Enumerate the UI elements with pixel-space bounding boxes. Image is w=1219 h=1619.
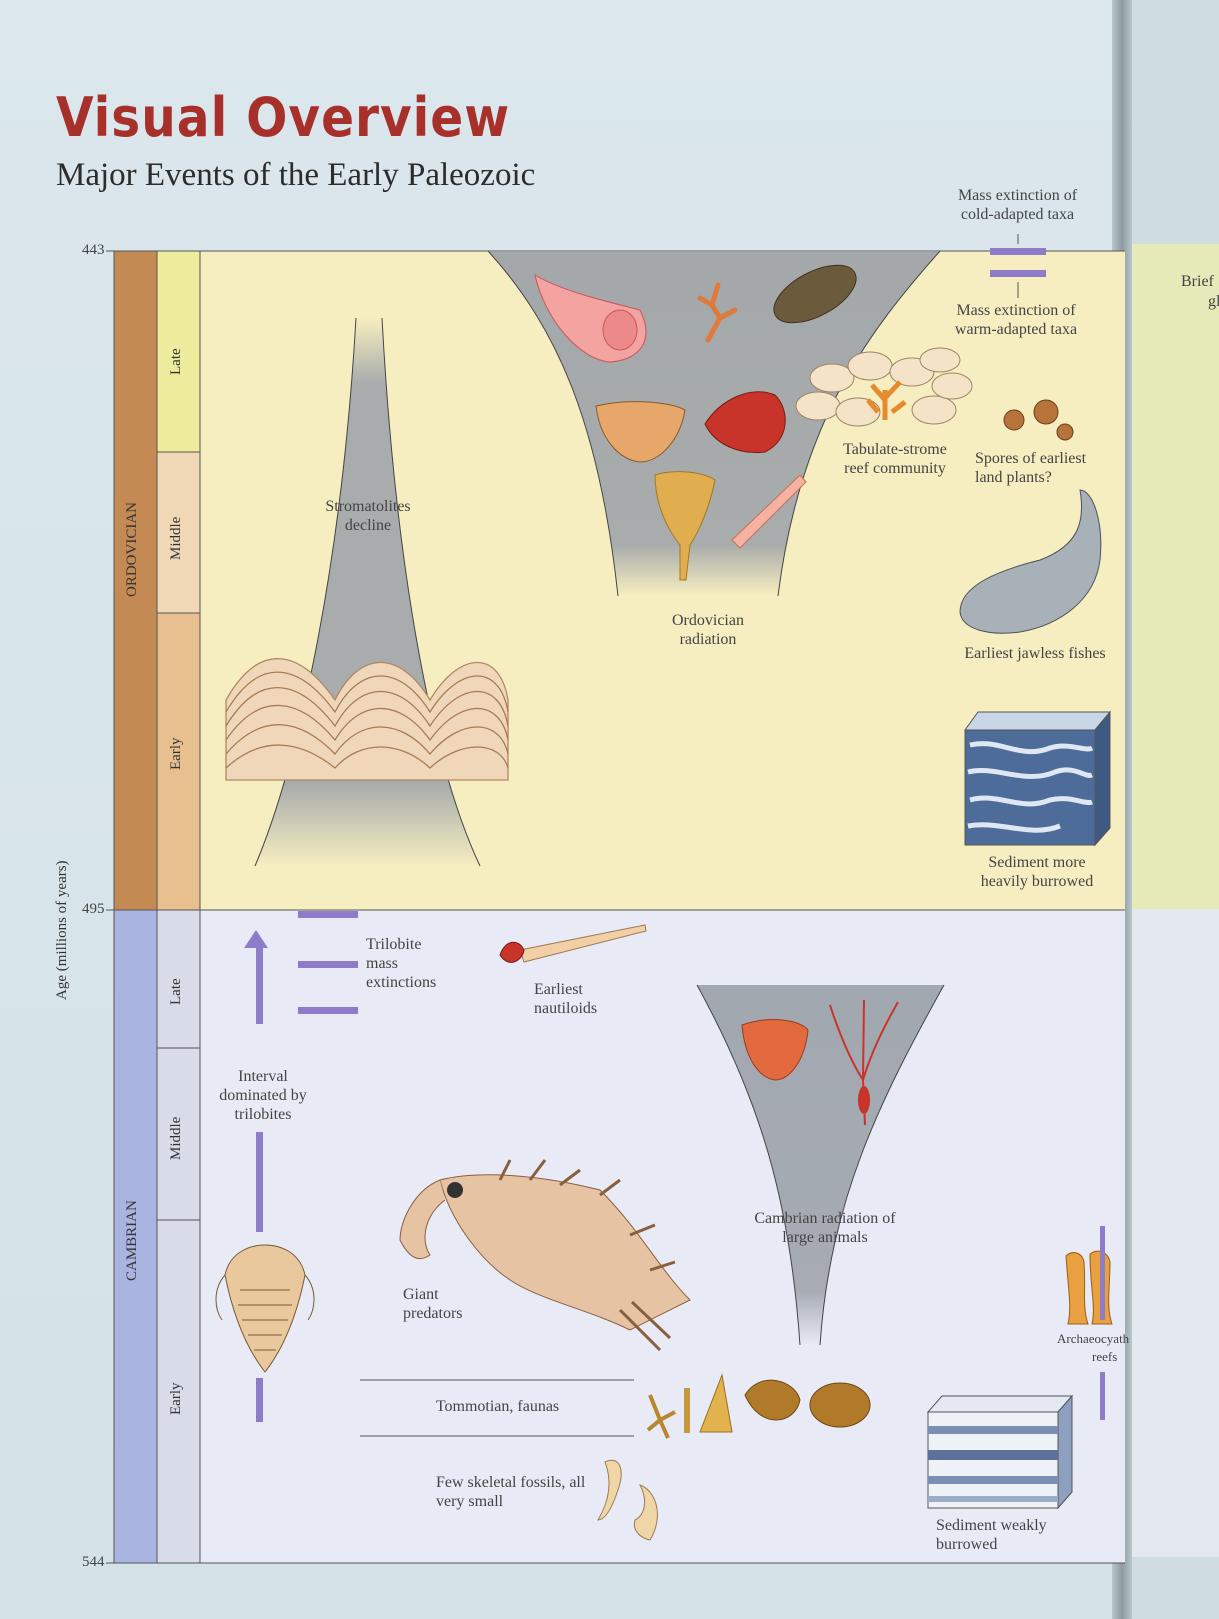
label-tabulate: Tabulate-strome reef community: [843, 441, 947, 477]
page-title: Visual Overview: [56, 86, 511, 149]
label-sediment-heavy: Sediment more heavily burrowed: [980, 854, 1094, 890]
page-subtitle: Major Events of the Early Paleozoic: [56, 157, 536, 193]
brachiopod-cambrian-icon: [741, 1019, 809, 1081]
right-label-brief: Brief: [1181, 273, 1214, 290]
epoch-cambrian-middle: [156, 1047, 201, 1221]
trilobite-interval-arrow: [244, 930, 268, 1422]
label-sediment-weak: Sediment weakly burrowed: [936, 1517, 1047, 1553]
burrowed-sediment-block-icon: [964, 710, 1112, 847]
trilobite-extinction-bar-2: [298, 961, 358, 968]
epoch-cambrian-late: [156, 909, 201, 1049]
axis-label: Age (millions of years): [54, 860, 70, 1000]
small-shelly-fossils-icon: [646, 1373, 871, 1439]
label-nautiloids: Earliest nautiloids: [534, 981, 598, 1017]
right-page-ordovician-band: [1125, 244, 1219, 909]
tiny-skeletal-fossils-icon: [597, 1459, 658, 1541]
epoch-cam-middle: Middle: [168, 1116, 184, 1160]
giant-predator-icon: [399, 1159, 691, 1352]
label-jawless-fishes: Earliest jawless fishes: [964, 645, 1106, 662]
epoch-ord-early: Early: [168, 737, 184, 770]
archaeocyath-interval-bar-upper: [1100, 1226, 1105, 1320]
jawless-fish-icon: [959, 489, 1102, 634]
epoch-cam-late: Late: [168, 978, 184, 1005]
timeline-diagram: [106, 234, 1125, 1564]
epoch-ordovician-late: [156, 250, 201, 453]
tick-443: 443: [82, 242, 105, 258]
label-mass-cold: Mass extinction of cold-adapted taxa: [957, 187, 1078, 223]
label-mass-warm: Mass extinction of warm-adapted taxa: [954, 302, 1078, 338]
tick-544: 544: [82, 1554, 105, 1570]
right-page-graphics: [1125, 0, 1219, 1619]
label-ordovician-radiation: Ordovician radiation: [672, 612, 744, 648]
crinoid-icon: [654, 471, 716, 581]
label-tommotian: Tommotian, faunas: [435, 1398, 560, 1415]
epoch-cambrian-early: [156, 1219, 201, 1564]
stromatolite-layers-icon: [225, 658, 509, 781]
trilobite-icon: [215, 1244, 315, 1373]
trilobite-fossil-icon: [773, 264, 857, 324]
archaeocyath-reef: [1062, 1248, 1124, 1326]
cambrian-radiation-funnel: [697, 985, 944, 1345]
right-page-cambrian-band: [1125, 909, 1219, 1557]
weakly-burrowed-sediment-icon: [926, 1394, 1074, 1510]
archaeocyath-interval-bar-lower: [1100, 1372, 1105, 1420]
plant-spores-icon: [1003, 399, 1074, 441]
epoch-ord-middle: Middle: [168, 516, 184, 560]
right-label-gl: gl: [1208, 293, 1219, 310]
nautiloid-icon: [499, 924, 647, 963]
label-stromatolites: Stromatolites decline: [325, 498, 411, 534]
sponge-body-icon: [858, 1086, 870, 1114]
tick-495: 495: [82, 901, 105, 917]
brachiopod-shell-icon: [595, 401, 686, 463]
period-ordovician: [113, 250, 158, 911]
epoch-ordovician-early: [156, 612, 201, 911]
bivalve-shell-icon: [704, 391, 786, 454]
cephalopod-cone-icon: [731, 474, 807, 549]
right-label-archaeocyath: Archaeocyath: [1057, 1331, 1130, 1346]
label-few-fossils: Few skeletal fossils, all very small: [436, 1474, 586, 1510]
label-trilobite-extinctions: Trilobite mass extinctions: [366, 936, 437, 991]
right-label-reefs: reefs: [1092, 1349, 1118, 1364]
label-spores: Spores of earliest land plants?: [975, 450, 1087, 486]
trilobite-extinction-bar-1: [298, 911, 358, 918]
extinction-bar-cold: [990, 248, 1046, 255]
extinction-bar-warm: [990, 270, 1046, 277]
label-interval-trilobites: Interval dominated by trilobites: [219, 1068, 307, 1123]
label-cambrian-radiation: Cambrian radiation of large animals: [754, 1210, 896, 1246]
label-giant-predators: Giant predators: [403, 1286, 463, 1322]
period-label-cambrian: CAMBRIAN: [124, 1200, 140, 1282]
gastropod-shell-icon: [534, 273, 647, 363]
period-label-ordovician: ORDOVICIAN: [124, 502, 140, 598]
bryozoan-branch-icon: [697, 282, 738, 343]
trilobite-extinction-bar-3: [298, 1007, 358, 1014]
epoch-ord-late: Late: [168, 348, 184, 375]
epoch-cam-early: Early: [168, 1382, 184, 1415]
tabulate-coral-reef-icon: [795, 347, 973, 427]
